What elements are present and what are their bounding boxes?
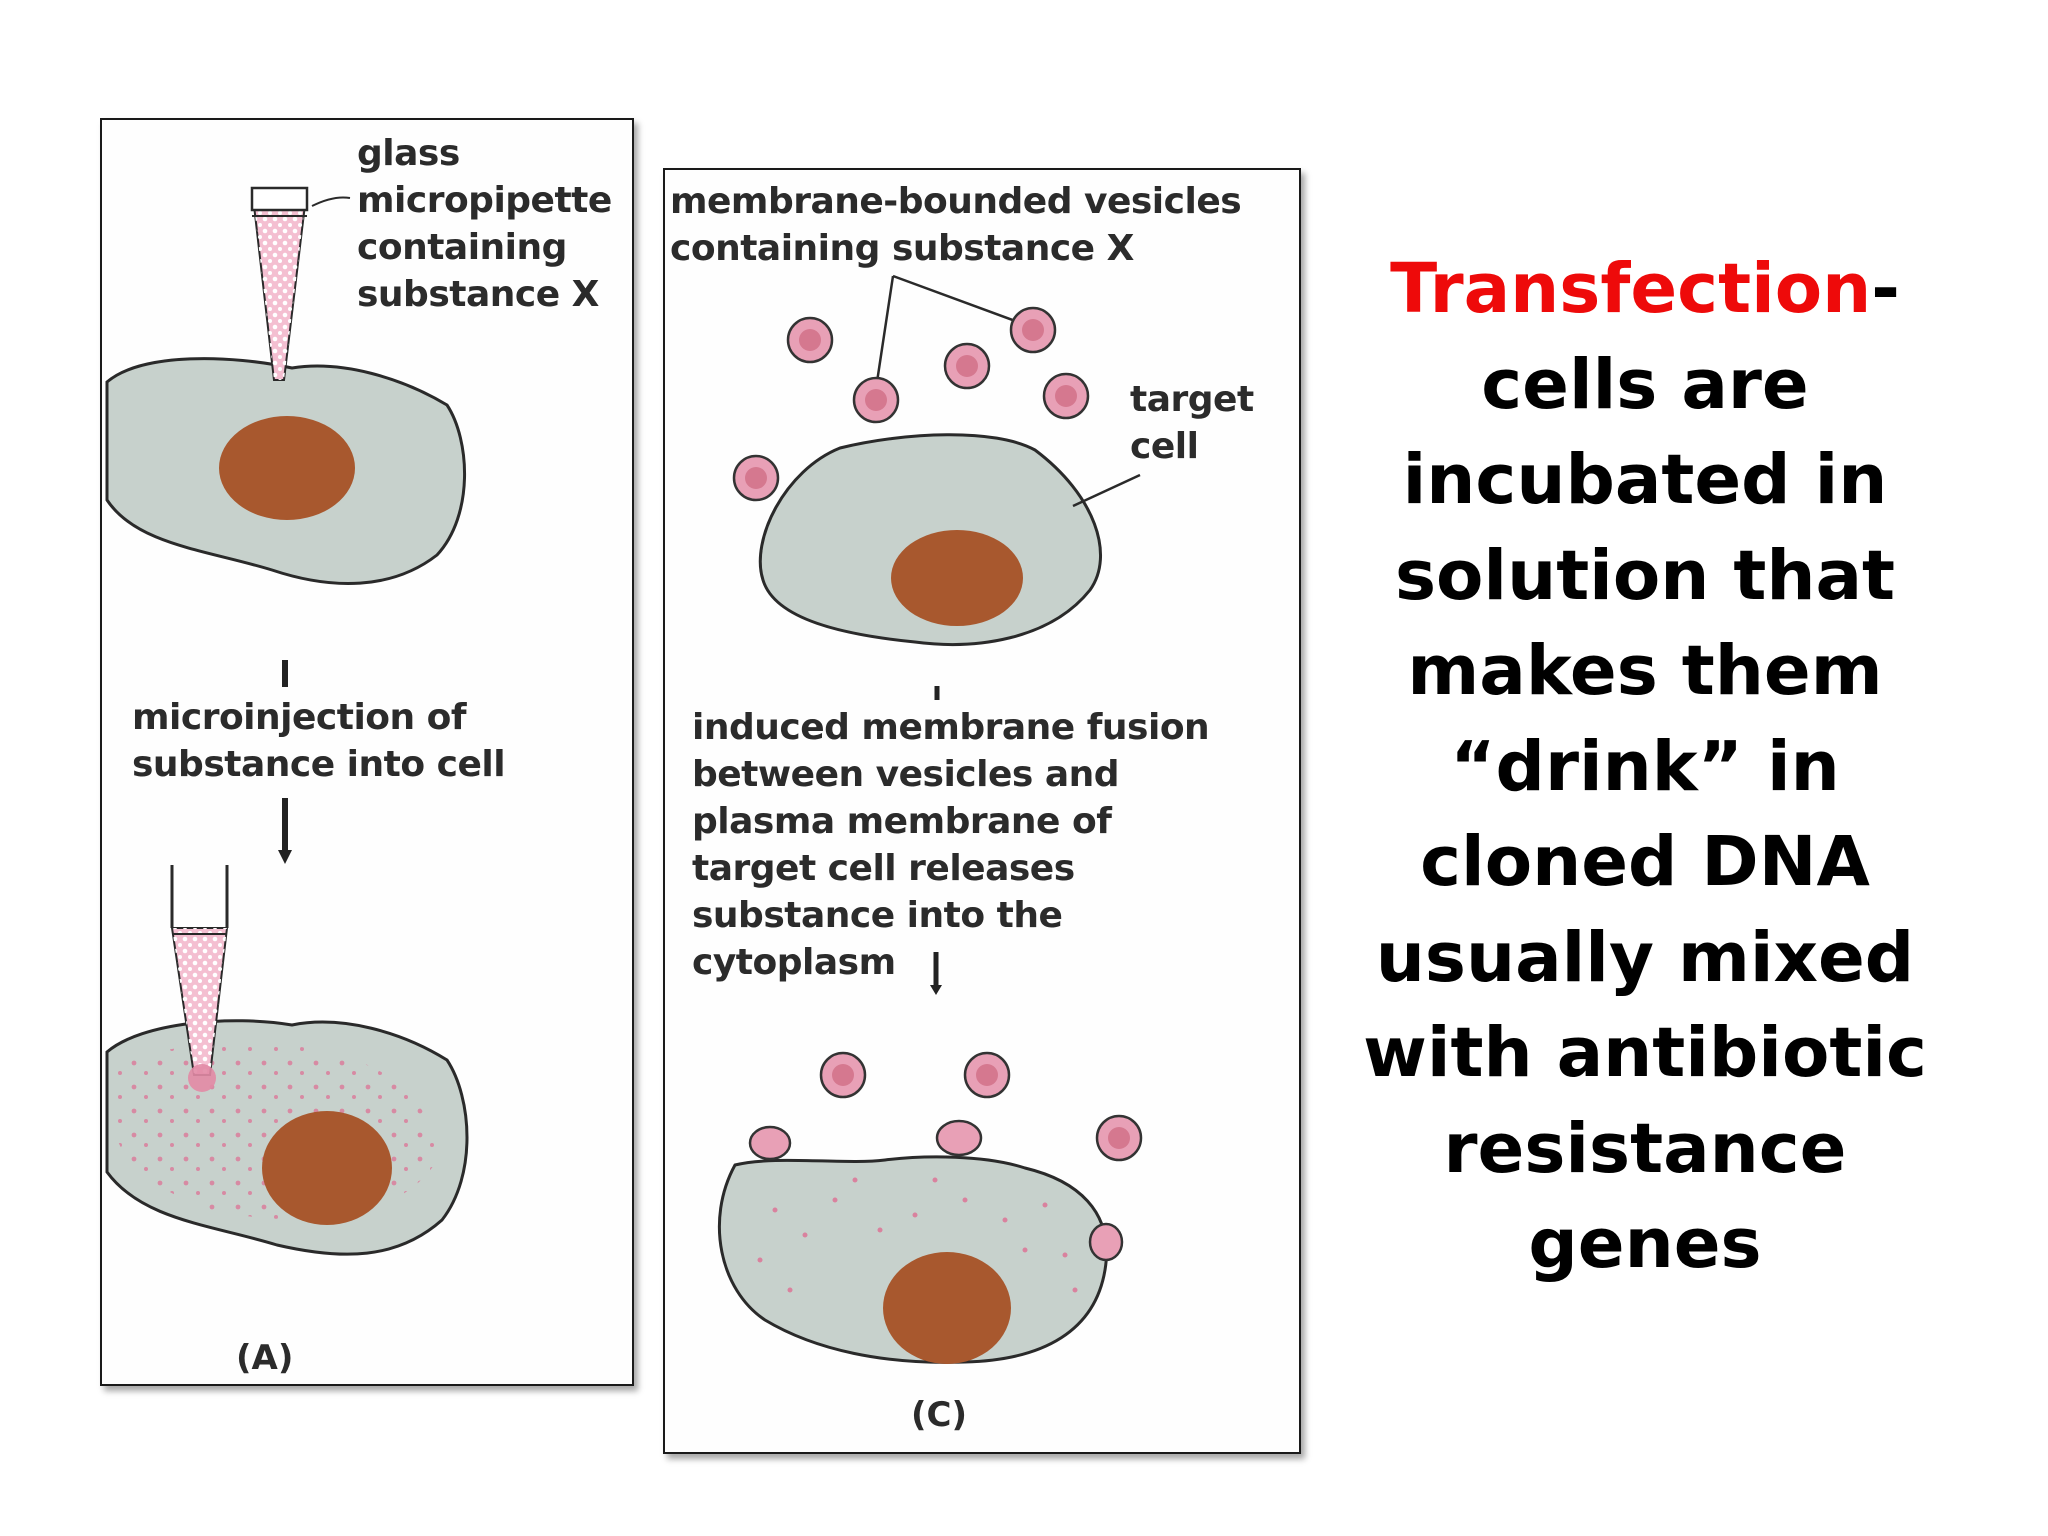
fusion-step-label: induced membrane fusion between vesicles… [692,707,1210,983]
pointer-line [1072,473,1141,508]
pointer-line [875,274,1019,383]
nucleus-icon [219,416,355,520]
nucleus-icon [262,1111,392,1225]
transfection-keyword: Transfection [1390,249,1872,329]
panel-a-microinjection: glass micropipette containing substance … [100,118,634,1386]
vesicle-icon [786,316,834,364]
vesicle-icon [819,1051,867,1099]
vesicle-icon [943,342,991,390]
fusing-vesicle-icon [1088,1222,1124,1262]
fusing-vesicle-icon [935,1119,983,1157]
vesicle-icon [1095,1114,1143,1162]
micropipette-icon [250,186,309,381]
vesicle-icon [852,376,900,424]
vesicle-icon [1042,372,1090,420]
arrow-down-icon [278,798,292,864]
panel-c-caption: (C) [911,1395,968,1435]
fusing-vesicle-icon [748,1125,792,1161]
micropipette-label: glass micropipette containing substance … [357,133,612,315]
panel-a-illustration [105,186,469,1256]
pointer-line [311,196,351,207]
nucleus-icon [891,530,1023,626]
vesicle-icon [1009,306,1057,354]
vesicles-label: membrane-bounded vesicles containing sub… [670,181,1242,269]
keyword-dash: - [1871,249,1900,329]
vesicle-icon [963,1051,1011,1099]
microinjection-step-label: microinjection of substance into cell [132,697,506,785]
panel-c-vesicle-fusion: membrane-bounded vesicles containing sub… [663,168,1301,1454]
vesicle-icon [732,454,780,502]
arrow-down-icon [930,952,942,995]
panel-c-illustration [717,274,1143,1364]
panel-a-caption: (A) [236,1338,294,1378]
target-cell-label: target cell [1130,379,1254,467]
transfection-description: Transfection- cells are incubated in sol… [1325,242,1965,1293]
transfection-body: cells are incubated in solution that mak… [1363,344,1927,1285]
nucleus-icon [883,1252,1011,1364]
